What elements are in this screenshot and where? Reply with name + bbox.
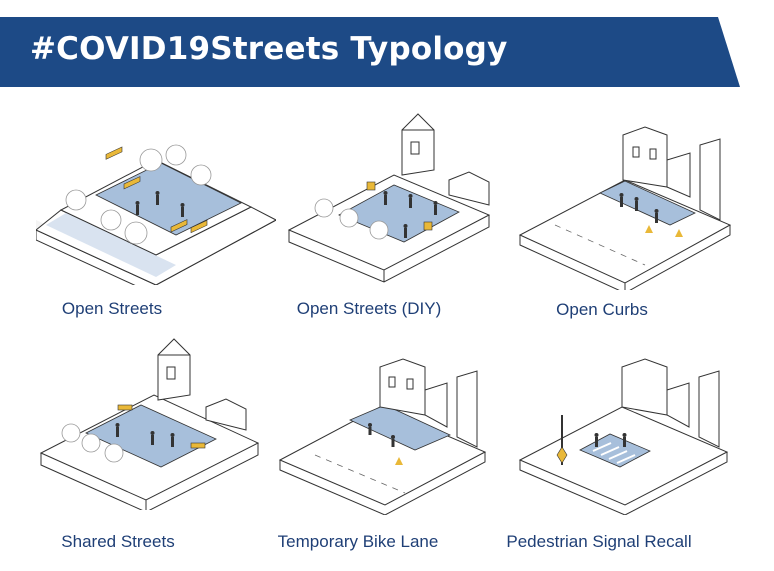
temporary-bike-lane-illustration	[278, 358, 487, 515]
pedestrian-signal-recall-illustration	[518, 358, 729, 515]
page-title: #COVID19Streets Typology	[30, 31, 508, 67]
pedestrian-signal-recall-tile	[515, 355, 755, 515]
building-icon	[621, 358, 720, 448]
open-streets-diy-tile	[284, 110, 524, 285]
title-banner: #COVID19Streets Typology	[0, 17, 740, 87]
pedestrian-icon	[594, 433, 627, 447]
open-curbs-label: Open Curbs	[556, 300, 648, 319]
crosswalk-stripes	[592, 442, 636, 464]
shared-streets-tile	[36, 335, 276, 510]
open-curbs-illustration	[518, 126, 732, 290]
shared-streets-label: Shared Streets	[61, 532, 175, 551]
tree-icon	[314, 198, 389, 240]
open-streets-diy-label: Open Streets (DIY)	[296, 299, 442, 318]
open-streets-diy-illustration	[287, 113, 491, 283]
temporary-bike-lane-label: Temporary Bike Lane	[277, 532, 439, 551]
temporary-bike-lane-tile	[275, 355, 515, 515]
curb-lane-surface	[599, 180, 696, 226]
pedestrian-signal-recall-label: Pedestrian Signal Recall	[506, 532, 692, 551]
pedestrian-icon	[135, 191, 185, 217]
open-streets-illustration	[36, 144, 276, 285]
shared-streets-illustration	[39, 338, 260, 510]
pedestrian-icon	[383, 191, 438, 238]
pedestrian-icon	[115, 423, 175, 447]
tree-icon	[61, 423, 124, 463]
bench-icon	[117, 404, 206, 449]
pedestrian-icon	[619, 193, 659, 223]
open-curbs-tile	[515, 125, 755, 290]
house-icon	[157, 338, 247, 431]
cyclist-icon	[368, 423, 395, 447]
barrier-icon	[366, 181, 433, 231]
cone-icon	[645, 225, 683, 237]
building-icon	[379, 358, 478, 448]
banner-shape	[0, 17, 740, 87]
bench-icon	[105, 146, 208, 234]
cone-icon	[395, 457, 403, 465]
open-streets-label: Open Streets	[61, 299, 163, 318]
open-streets-tile	[36, 115, 276, 285]
signal-pole-icon	[556, 415, 568, 465]
house-icon	[401, 113, 490, 206]
tree-icon	[65, 144, 212, 245]
building-icon	[622, 126, 721, 221]
